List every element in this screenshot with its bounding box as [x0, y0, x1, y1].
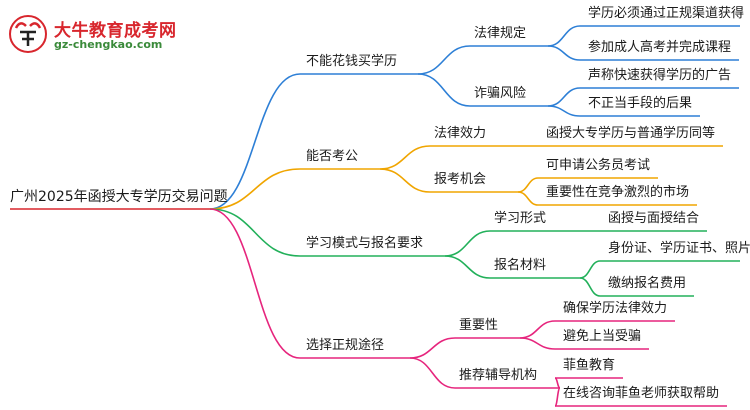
- branch-connector: [209, 73, 301, 210]
- leaf-label: 缴纳报名费用: [608, 276, 687, 291]
- site-logo: 大牛教育成考网 gz-chengkao.com: [8, 14, 208, 54]
- leaf-label: 重要性在竞争激烈的市场: [546, 185, 690, 200]
- branch-label: 不能花钱买学历: [306, 54, 398, 69]
- leaf-connector: [547, 105, 581, 117]
- leaf-label: 在线咨询菲鱼老师获取帮助: [563, 386, 720, 401]
- subtopic-label: 报名材料: [494, 258, 547, 273]
- leaf-label: 避免上当受骗: [563, 329, 642, 344]
- subtopic-label: 学习形式: [494, 211, 547, 226]
- leaf-connector: [554, 377, 561, 389]
- subtopic-label: 报考机会: [434, 172, 487, 187]
- leaf-label: 菲鱼教育: [563, 358, 616, 373]
- subtopic-connector: [444, 230, 491, 257]
- leaf-label: 函授与面授结合: [608, 211, 700, 226]
- leaf-connector: [579, 260, 601, 279]
- bull-logo-icon: [9, 15, 47, 53]
- leaf-label: 确保学历法律效力: [563, 301, 668, 316]
- subtopic-label: 重要性: [459, 318, 499, 333]
- leaf-label: 参加成人高考并完成课程: [588, 40, 732, 55]
- leaf-label: 身份证、学历证书、照片: [608, 241, 750, 256]
- leaf-connector: [519, 320, 556, 339]
- subtopic-connector: [417, 73, 471, 107]
- leaf-connector: [517, 177, 539, 193]
- subtopic-connector: [409, 337, 456, 359]
- subtopic-label: 法律规定: [474, 26, 527, 41]
- subtopic-connector: [379, 168, 431, 193]
- branch-connector: [209, 208, 301, 359]
- branch-label: 能否考公: [306, 149, 359, 164]
- subtopic-connector: [409, 357, 456, 389]
- leaf-label: 函授大专学历与普通学历同等: [546, 126, 716, 141]
- branch-label: 学习模式与报名要求: [306, 236, 424, 251]
- branch-connector: [209, 208, 301, 257]
- subtopic-connector: [444, 255, 491, 279]
- leaf-label: 可申请公务员考试: [546, 158, 651, 173]
- branch-label: 选择正规途径: [306, 338, 385, 353]
- logo-title: 大牛教育成考网: [54, 21, 177, 41]
- branch-connector: [209, 168, 301, 210]
- subtopic-connector: [417, 45, 471, 75]
- subtopic-label: 法律效力: [434, 126, 487, 141]
- leaf-connector: [547, 87, 581, 107]
- logo-url: gz-chengkao.com: [54, 38, 163, 51]
- leaf-label: 不正当手段的后果: [588, 96, 693, 111]
- root-topic: 广州2025年函授大专学历交易问题: [10, 189, 228, 205]
- leaf-label: 声称快速获得学历的广告: [588, 68, 732, 83]
- leaf-connector: [547, 45, 581, 61]
- leaf-connector: [547, 25, 581, 47]
- subtopic-connector: [379, 145, 431, 170]
- leaf-connector: [554, 387, 561, 407]
- subtopic-label: 推荐辅导机构: [459, 368, 538, 383]
- subtopic-label: 诈骗风险: [474, 86, 527, 101]
- leaf-connector: [517, 191, 539, 206]
- leaf-connector: [579, 277, 601, 297]
- leaf-connector: [519, 337, 556, 350]
- leaf-label: 学历必须通过正规渠道获得: [588, 6, 745, 21]
